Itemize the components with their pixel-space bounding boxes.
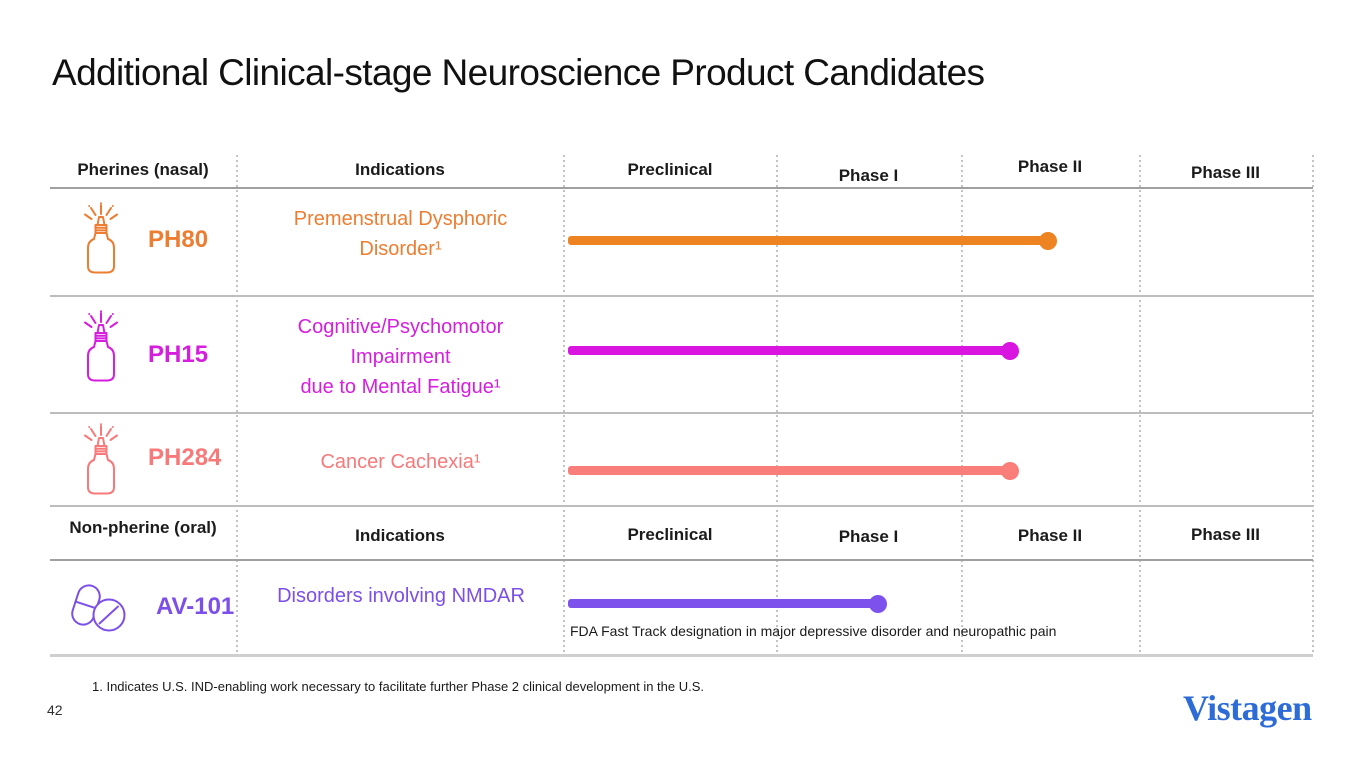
column-header-phase3-2: Phase III xyxy=(1191,525,1260,544)
column-header-nonpherine: Non-pherine (oral) xyxy=(69,518,217,537)
slide-footnote: 1. Indicates U.S. IND-enabling work nece… xyxy=(92,679,705,694)
indication-ph80: Premenstrual Dysphoric Disorder¹ xyxy=(293,208,508,260)
column-divider xyxy=(776,155,778,655)
nasal-spray-icon xyxy=(74,310,128,382)
column-divider xyxy=(563,155,565,655)
column-header-preclinical: Preclinical xyxy=(627,160,713,179)
fda-fast-track-note: FDA Fast Track designation in major depr… xyxy=(570,623,1057,639)
header2-underline xyxy=(50,559,1313,561)
page-number: 42 xyxy=(47,702,63,718)
product-name-ph15: PH15 xyxy=(148,341,209,368)
pipeline-bar-ph284 xyxy=(568,461,1313,480)
column-header-phase2-2: Phase II xyxy=(1017,526,1083,545)
row-separator xyxy=(50,412,1313,414)
vistagen-logo: Vistagen xyxy=(1183,688,1312,728)
product-name-ph80: PH80 xyxy=(148,226,209,253)
column-header-phase3: Phase III xyxy=(1191,163,1260,182)
table-bottom-line xyxy=(50,654,1313,657)
column-divider xyxy=(1312,155,1314,655)
header1-underline xyxy=(50,187,1313,189)
pipeline-bar-ph80 xyxy=(568,231,1313,250)
pills-icon xyxy=(66,578,132,636)
column-divider xyxy=(961,155,963,655)
column-header-pherines: Pherines (nasal) xyxy=(77,160,209,179)
column-header-preclinical2: Preclinical xyxy=(627,525,713,544)
bar-endpoint-dot xyxy=(1038,231,1057,250)
bar-endpoint-dot xyxy=(1000,461,1019,480)
column-header-indications2: Indications xyxy=(355,526,445,545)
pipeline-bar-ph15 xyxy=(568,341,1313,360)
column-header-phase2: Phase II xyxy=(1017,157,1083,176)
indication-ph284: Cancer Cachexia¹ xyxy=(320,451,481,473)
row-separator xyxy=(50,505,1313,507)
column-header-phase1-2: Phase I xyxy=(838,527,899,546)
nasal-spray-icon xyxy=(74,423,128,495)
nasal-spray-icon xyxy=(74,202,128,274)
product-name-ph284: PH284 xyxy=(148,444,222,471)
indication-av101: Disorders involving NMDAR xyxy=(277,585,525,607)
column-divider xyxy=(1139,155,1141,655)
column-header-indications: Indications xyxy=(355,160,445,179)
bar-endpoint-dot xyxy=(1000,341,1019,360)
column-divider xyxy=(236,155,238,655)
slide-title: Additional Clinical-stage Neuroscience P… xyxy=(52,52,985,93)
row-separator xyxy=(50,295,1313,297)
product-name-av101: AV-101 xyxy=(156,593,235,620)
pipeline-bar-av101 xyxy=(568,594,1313,613)
column-header-phase1: Phase I xyxy=(838,166,899,185)
bar-endpoint-dot xyxy=(868,594,887,613)
indication-ph15: Cognitive/Psychomotor Impairment due to … xyxy=(297,316,504,398)
